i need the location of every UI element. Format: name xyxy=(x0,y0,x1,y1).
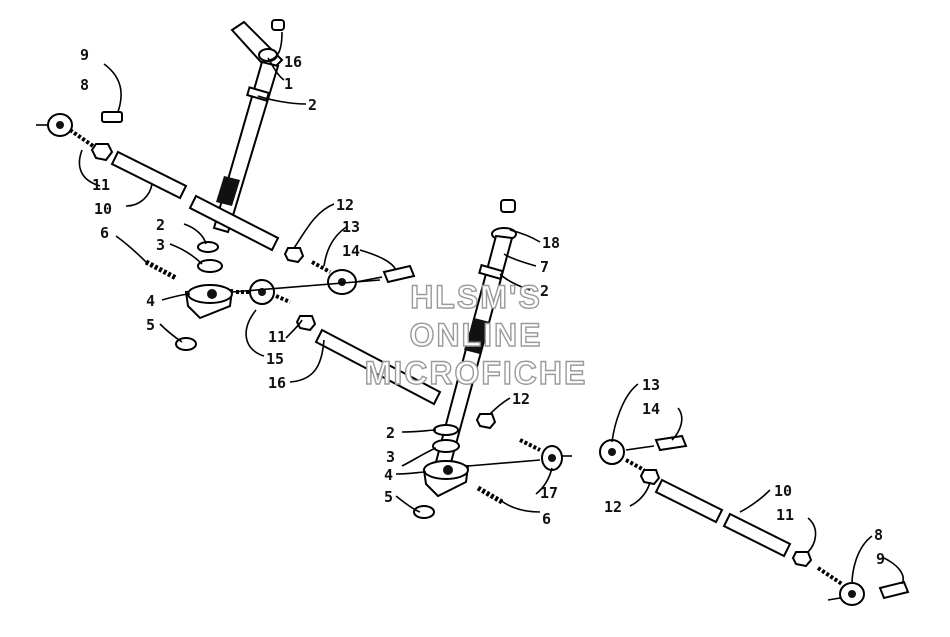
watermark-line-3: MICROFICHE xyxy=(365,355,588,391)
label-1: 1 xyxy=(284,75,293,93)
label-13-lower: 13 xyxy=(642,376,660,394)
part-labels: 16 1 2 9 8 11 10 2 3 6 4 5 12 13 14 11 1… xyxy=(80,46,885,568)
label-12-center: 12 xyxy=(512,390,530,408)
upper-tie-rod xyxy=(36,111,416,295)
label-9-left: 9 xyxy=(80,46,89,64)
watermark: HLSM'S ONLINE MICROFICHE xyxy=(364,278,588,391)
lower-tie-rod xyxy=(599,434,910,606)
label-11-right: 11 xyxy=(776,506,794,524)
label-5-block: 5 xyxy=(146,316,155,334)
label-2-lower-post: 2 xyxy=(540,282,549,300)
label-12-lower: 12 xyxy=(604,498,622,516)
label-15: 15 xyxy=(266,350,284,368)
label-3-lower-block: 3 xyxy=(386,448,395,466)
label-16-center: 16 xyxy=(268,374,286,392)
lower-pivot-block xyxy=(413,424,572,519)
label-6-block: 6 xyxy=(100,224,109,242)
leader-lines xyxy=(78,31,904,585)
label-6-lower: 6 xyxy=(542,510,551,528)
label-2-upper: 2 xyxy=(308,96,317,114)
label-14-lower: 14 xyxy=(642,400,660,418)
label-2-lower-block: 2 xyxy=(386,424,395,442)
label-11-left: 11 xyxy=(92,176,110,194)
label-12-upper: 12 xyxy=(336,196,354,214)
watermark-line-1: HLSM'S xyxy=(410,279,542,315)
watermark-line-2: ONLINE xyxy=(410,317,543,353)
label-4-lower-block: 4 xyxy=(384,466,393,484)
label-7: 7 xyxy=(540,258,549,276)
label-4-block: 4 xyxy=(146,292,155,310)
upper-pivot-block xyxy=(144,241,381,351)
label-10-right: 10 xyxy=(774,482,792,500)
label-5-lower-block: 5 xyxy=(384,488,393,506)
label-17: 17 xyxy=(540,484,558,502)
label-18: 18 xyxy=(542,234,560,252)
label-11-center: 11 xyxy=(268,328,286,346)
label-2-block: 2 xyxy=(156,216,165,234)
label-13-upper: 13 xyxy=(342,218,360,236)
label-16-top: 16 xyxy=(284,53,302,71)
label-10-left: 10 xyxy=(94,200,112,218)
center-drag-link xyxy=(295,315,541,452)
label-8-left: 8 xyxy=(80,76,89,94)
label-14-upper: 14 xyxy=(342,242,360,260)
upper-steering-post xyxy=(212,19,285,234)
label-3-block: 3 xyxy=(156,236,165,254)
label-8-right: 8 xyxy=(874,526,883,544)
label-9-right: 9 xyxy=(876,550,885,568)
